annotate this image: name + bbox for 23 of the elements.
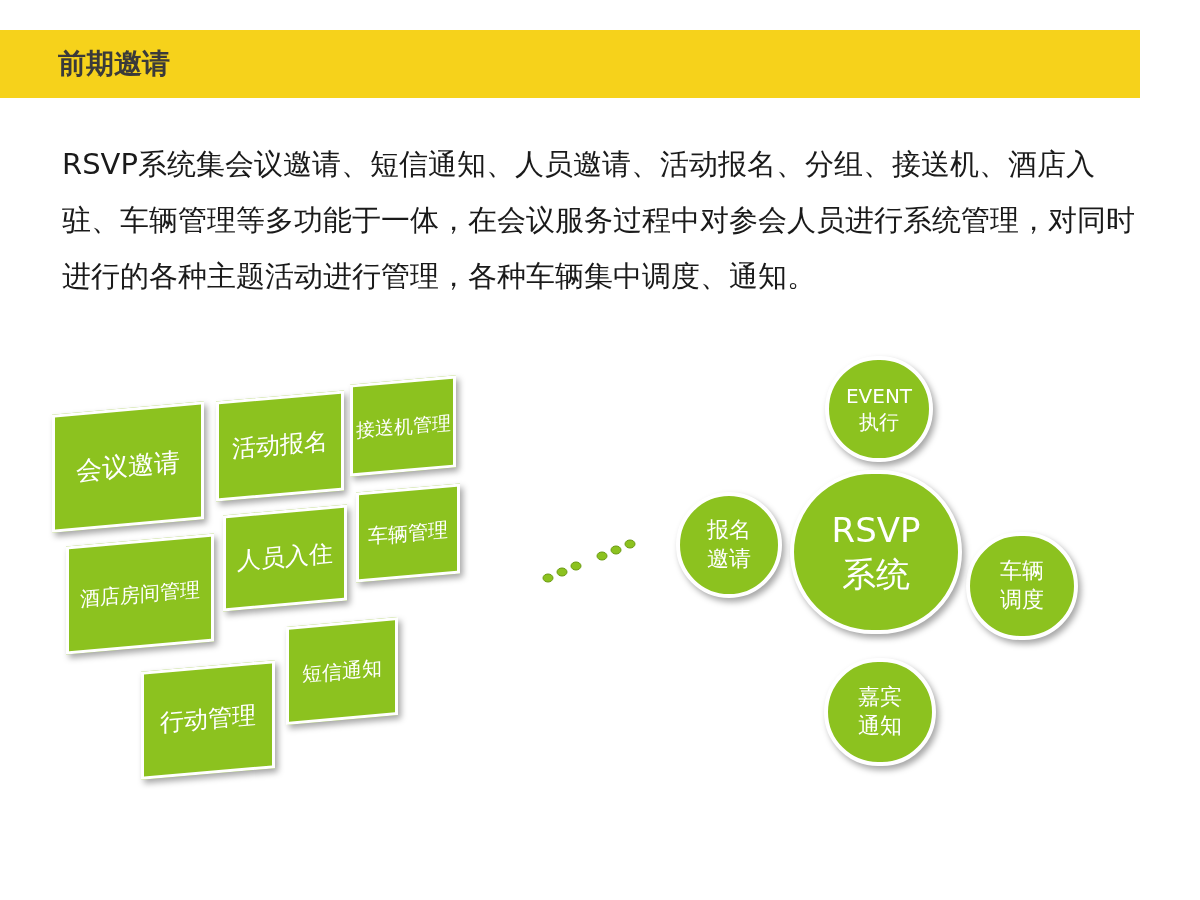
node-label: 行动管理 xyxy=(160,700,256,740)
feature-tile xyxy=(350,375,456,477)
feature-tile xyxy=(52,401,204,533)
description-paragraph: RSVP系统集会议邀请、短信通知、人员邀请、活动报名、分组、接送机、酒店入驻、车辆管理等多功能于一体，在会议服务过程中对参会人员进行系统管理，对同时进行的各种主题活动进行管理，各种车辆集中调度、通知。 xyxy=(62,146,1136,295)
feature-tile xyxy=(223,504,347,612)
feature-tile xyxy=(356,483,460,583)
node-label: RSVP系统 xyxy=(830,508,922,596)
feature-tile xyxy=(286,617,398,725)
node-label: 人员入住 xyxy=(237,538,333,578)
feature-tile xyxy=(141,660,275,780)
node-label: 车辆管理 xyxy=(368,516,448,550)
node-label: 嘉宾通知 xyxy=(857,683,903,740)
feature-tile xyxy=(216,390,344,502)
node-label: 活动报名 xyxy=(232,426,328,466)
node-label: 车辆调度 xyxy=(999,557,1045,614)
node-label: 会议邀请 xyxy=(76,445,180,488)
node-label: 接送机管理 xyxy=(355,409,451,443)
node-label: EVENT执行 xyxy=(844,383,914,435)
title: 前期邀请 xyxy=(58,46,170,82)
feature-tile xyxy=(66,533,214,655)
node-label: 短信通知 xyxy=(302,654,382,688)
node-label: 酒店房间管理 xyxy=(80,575,200,613)
node-label: 报名邀请 xyxy=(706,516,752,573)
